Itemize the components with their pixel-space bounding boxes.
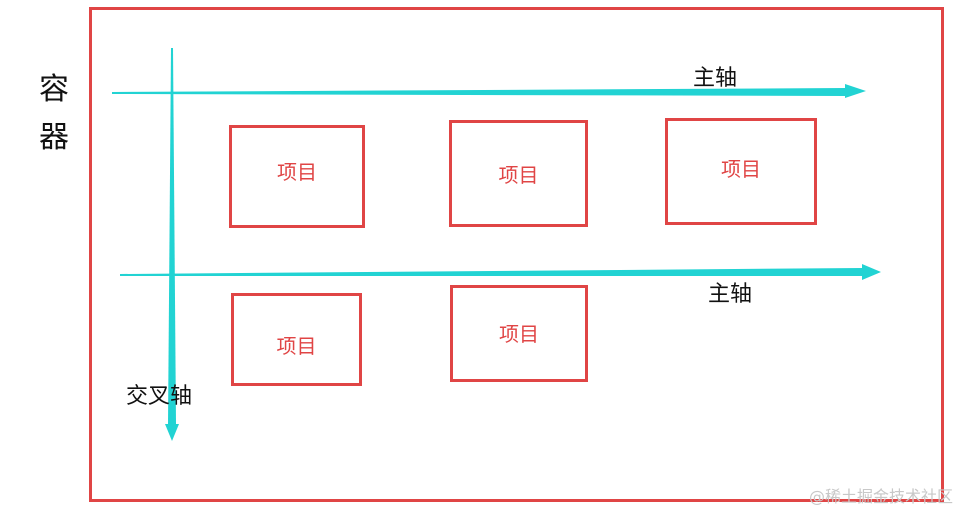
- flex-container-box: [89, 7, 944, 502]
- flex-item-1: 项目: [229, 125, 365, 228]
- main-axis-2-arrow: [120, 264, 881, 280]
- watermark: @稀土掘金技术社区: [808, 487, 953, 506]
- main-axis-1-label: 主轴: [693, 66, 738, 91]
- flex-item-4: 项目: [231, 293, 362, 386]
- flex-item-4-label: 项目: [276, 334, 317, 358]
- flex-item-2: 项目: [449, 120, 588, 227]
- flex-item-3-label: 项目: [721, 157, 761, 181]
- flex-item-2-label: 项目: [498, 163, 539, 187]
- cross-axis-arrow: [165, 48, 179, 441]
- flex-item-5: 项目: [450, 285, 588, 382]
- flex-item-5-label: 项目: [499, 322, 539, 346]
- flex-item-3: 项目: [665, 118, 817, 225]
- cross-axis-label: 交叉轴: [126, 384, 193, 409]
- container-label: 容器: [39, 72, 69, 155]
- main-axis-2-label: 主轴: [708, 282, 753, 307]
- main-axis-1-arrow: [112, 84, 866, 98]
- flex-item-1-label: 项目: [277, 160, 317, 184]
